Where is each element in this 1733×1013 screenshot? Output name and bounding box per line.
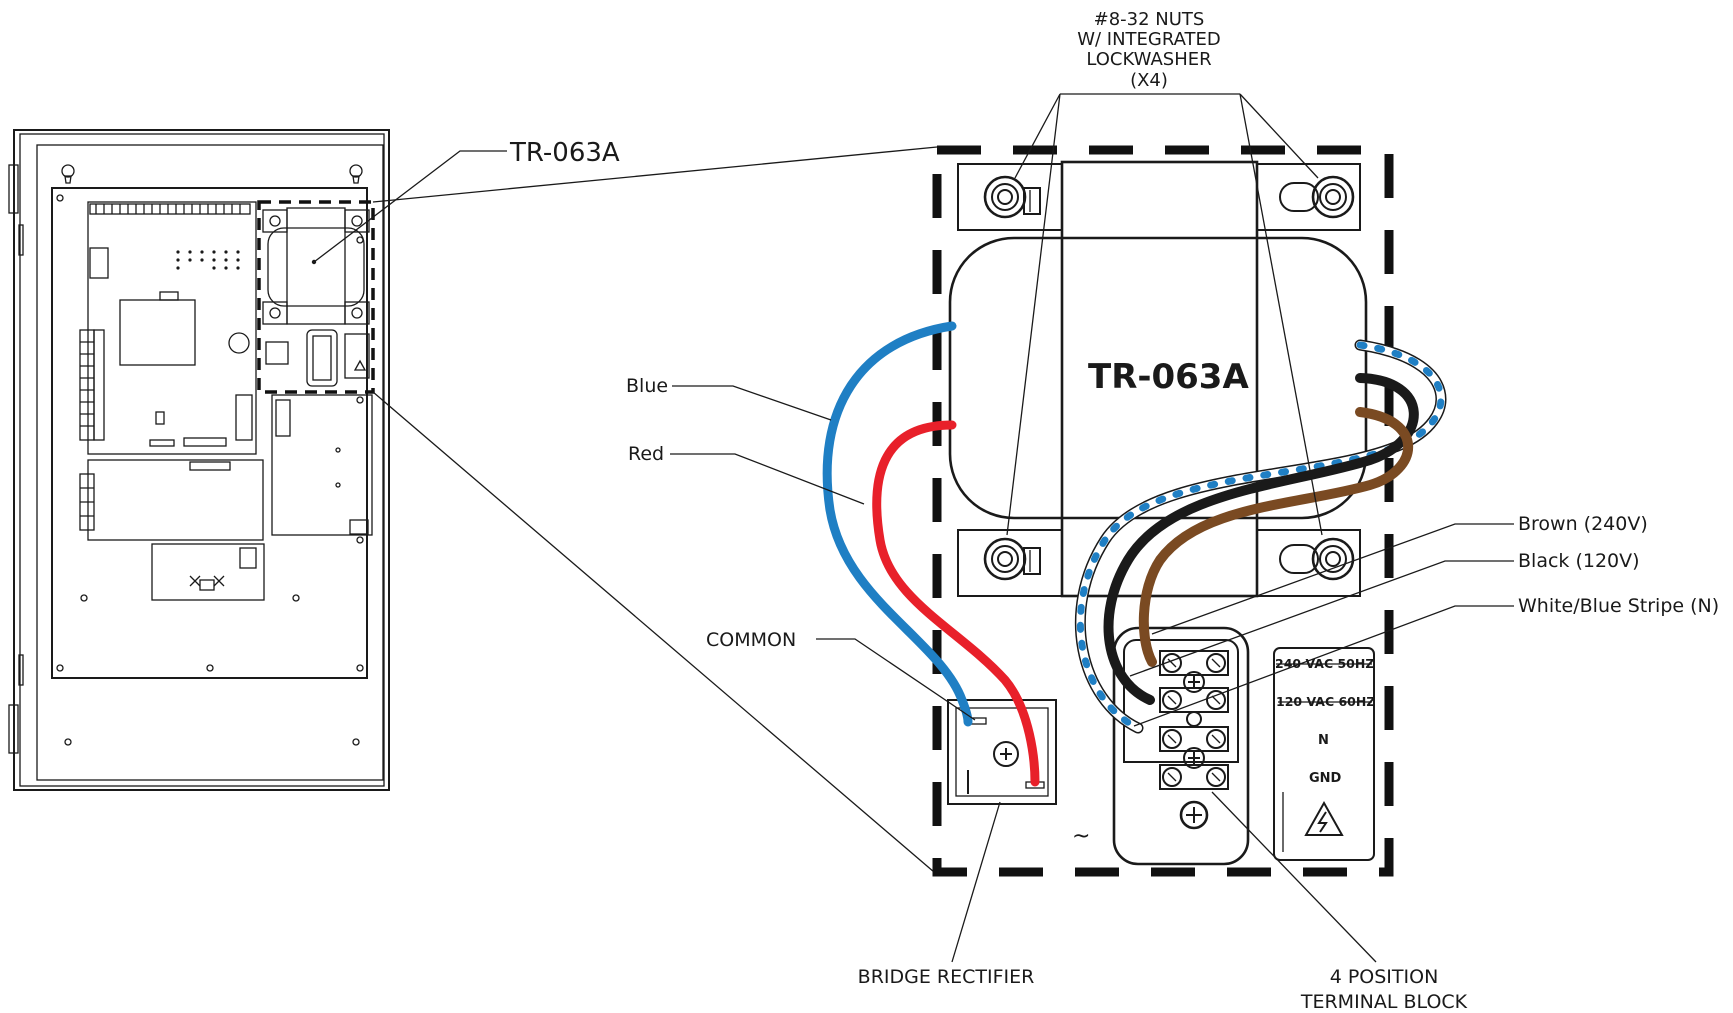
plus-terminal-icon <box>993 741 1019 767</box>
nut-bottom-right <box>1279 537 1355 581</box>
main-controller-board <box>79 201 257 455</box>
cabinet-tag-label: TR-063A <box>509 138 620 168</box>
wire-brown <box>1138 407 1414 667</box>
mount-foot-top-right <box>1256 163 1361 231</box>
red-wire-leader <box>670 453 865 505</box>
white-blue-wire-leader <box>1133 605 1514 727</box>
wire-blue <box>822 321 973 727</box>
nuts-label-line3: LOCKWASHER <box>1086 49 1211 70</box>
nuts-callout: #8-32 NUTS W/ INTEGRATED LOCKWASHER (X4) <box>1006 9 1323 536</box>
enclosure-outer <box>13 129 390 791</box>
terminal-row-4 <box>1159 764 1229 790</box>
enclosure-door-edge <box>19 133 385 787</box>
keyhole-mount-icon <box>349 164 363 184</box>
latch-bottom <box>18 654 24 686</box>
white-blue-wire-label: White/Blue Stripe (N) <box>1518 595 1719 617</box>
hinge-bottom <box>8 704 19 754</box>
terminal-row-1 <box>1159 650 1229 676</box>
brown-wire-label: Brown (240V) <box>1518 513 1648 535</box>
board-leds <box>176 250 240 270</box>
phillips-screw-icon <box>1183 747 1205 769</box>
detail-view: TR-063A <box>822 145 1447 877</box>
nut-top-right <box>1279 175 1355 219</box>
tr063a-location-box <box>257 200 375 394</box>
bridge-rectifier <box>947 699 1057 805</box>
terminal-block <box>1112 626 1250 866</box>
nuts-label-line4: (X4) <box>1130 70 1168 91</box>
enclosure-overview: TR-063A <box>8 129 620 791</box>
hinge-top <box>8 164 19 214</box>
terminal-row-3 <box>1159 726 1229 752</box>
nut-bottom-left <box>983 537 1041 581</box>
io-board <box>79 459 264 541</box>
transformer-label: TR-063A <box>1088 357 1249 397</box>
phillips-screw-icon <box>1179 800 1209 830</box>
voltage-label-plate: 240 VAC 50HZ 120 VAC 60HZ N GND <box>1273 647 1375 861</box>
terminal-label-ground: GND <box>1309 771 1342 786</box>
projection-lines <box>372 146 938 873</box>
terminal-block-leader <box>1211 791 1377 963</box>
brown-wire-leader <box>1151 523 1514 635</box>
power-board <box>271 394 373 536</box>
cabinet-tag-leader <box>313 150 507 263</box>
nuts-label-line2: W/ INTEGRATED <box>1077 29 1221 50</box>
blue-wire-label: Blue <box>626 375 668 397</box>
black-wire-leader <box>1129 560 1514 677</box>
nut-top-left <box>983 175 1041 219</box>
red-wire-label: Red <box>628 443 664 465</box>
bridge-rectifier-leader <box>951 801 1001 963</box>
wire-black <box>1103 373 1419 705</box>
blue-wire-leader <box>672 385 832 421</box>
terminal-block-label-line2: TERMINAL BLOCK <box>1300 991 1468 1013</box>
wire-white-blue-stripe <box>1074 339 1447 734</box>
wires <box>822 321 1447 787</box>
keyhole-mount-icon <box>61 164 75 184</box>
latch-top <box>18 224 24 256</box>
black-wire-label: Black (120V) <box>1518 550 1640 572</box>
phillips-screw-icon <box>1183 671 1205 693</box>
mount-foot-top-left <box>957 163 1063 231</box>
back-panel <box>51 187 368 679</box>
relay-board <box>151 543 265 601</box>
ac-symbol: ~ <box>1072 824 1090 849</box>
detail-outline <box>932 145 1394 877</box>
wire-red <box>872 420 1040 787</box>
terminal-label-neutral: N <box>1318 733 1329 748</box>
common-leader <box>816 638 976 721</box>
bridge-rectifier-label: BRIDGE RECTIFIER <box>858 966 1035 988</box>
common-label: COMMON <box>706 629 796 651</box>
terminal-hole <box>1186 711 1202 727</box>
terminal-block-label-line1: 4 POSITION <box>1330 966 1439 988</box>
callouts: #8-32 NUTS W/ INTEGRATED LOCKWASHER (X4)… <box>626 9 1719 1013</box>
enclosure-inner <box>36 144 384 781</box>
nuts-label-line1: #8-32 NUTS <box>1094 9 1205 30</box>
high-voltage-warning-icon <box>1304 800 1344 836</box>
mini-transformer <box>262 207 370 387</box>
